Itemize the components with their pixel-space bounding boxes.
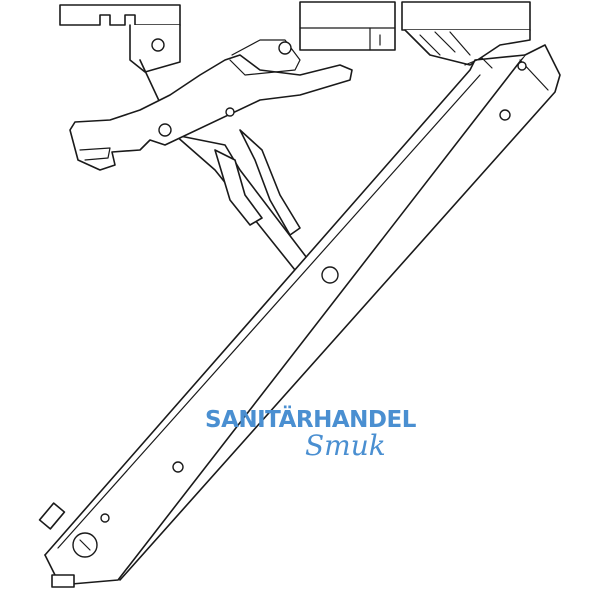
top-right-mounting-bracket: [401, 1, 531, 66]
top-middle-mounting-bracket: [299, 1, 396, 51]
bar-screw-bottom: [100, 513, 110, 523]
bar-end-tab-left: [38, 502, 66, 530]
watermark-script-line: Smuk: [305, 429, 386, 462]
bar-hole-lower: [172, 461, 184, 473]
watermark-brand-line: SANITÄRHANDEL: [205, 405, 417, 433]
upper-linkage-arm: [69, 39, 353, 171]
watermark: SANITÄRHANDEL Smuk: [205, 405, 417, 462]
main-diagonal-bar: [38, 44, 561, 588]
top-left-mounting-bracket: [59, 4, 181, 73]
arm-pivot-hole-upper: [278, 41, 292, 55]
bar-hole-center: [321, 266, 339, 284]
bracket-pivot-hole: [151, 38, 165, 52]
bar-hole-upper: [499, 109, 511, 121]
support-struts: [139, 59, 311, 271]
arm-pivot-hole-middle: [225, 107, 235, 117]
arm-pivot-hole-lower: [158, 123, 172, 137]
bar-screw-top: [517, 61, 527, 71]
bar-end-tab-bottom: [51, 574, 75, 588]
